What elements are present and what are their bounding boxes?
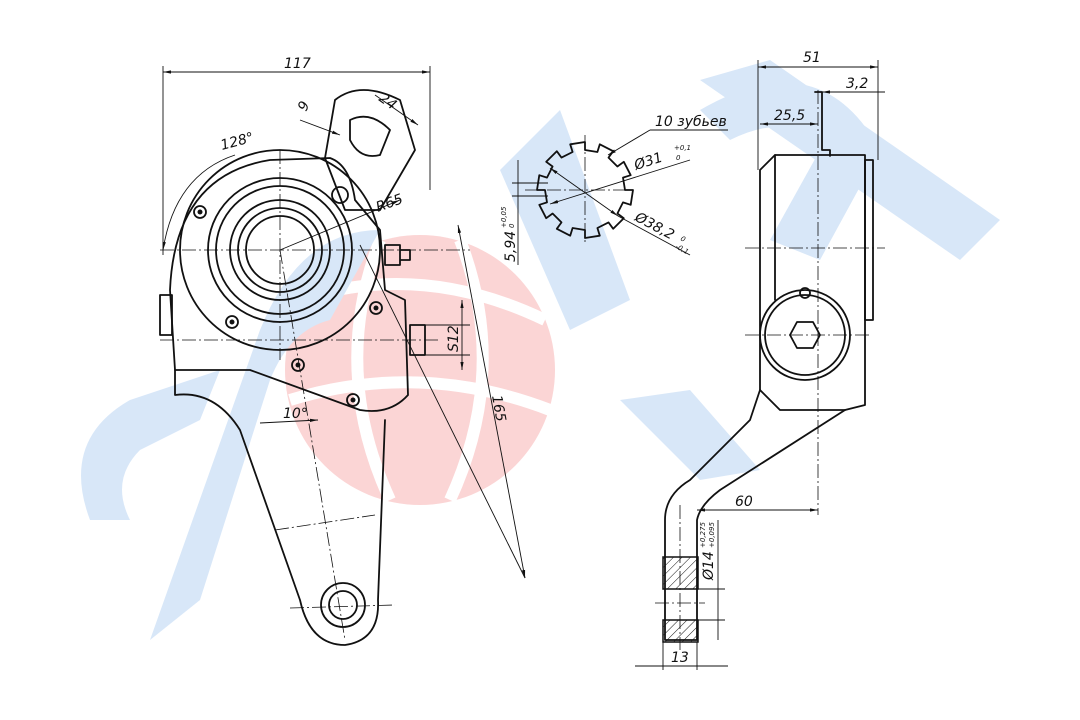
dim-3-2: 3,2 bbox=[846, 76, 868, 92]
dim-s12: S12 bbox=[446, 325, 462, 352]
dim-25-5: 25,5 bbox=[774, 108, 805, 124]
front-view bbox=[159, 66, 526, 646]
spline-outer-diameter: Ø38,2 bbox=[631, 209, 677, 243]
dim-spline-height: 5,94 bbox=[503, 231, 519, 262]
spline-inner-tol-lower: 0 bbox=[676, 154, 681, 162]
dim-51: 51 bbox=[803, 50, 821, 66]
spline-detail bbox=[512, 129, 728, 265]
hole-tol-upper: +0,275 bbox=[699, 522, 707, 548]
spline-height-tol-upper: +0,05 bbox=[500, 206, 508, 228]
dim-60: 60 bbox=[735, 494, 753, 510]
spline-profile bbox=[536, 141, 634, 239]
dim-angle-128: 128° bbox=[219, 130, 256, 154]
spline-inner-tol-upper: +0,1 bbox=[674, 144, 691, 152]
side-view bbox=[635, 60, 885, 670]
spline-height-tol-lower: 0 bbox=[508, 223, 516, 228]
spline-inner-diameter: Ø31 bbox=[631, 150, 664, 174]
spline-outer-tol-upper: 0 bbox=[679, 235, 687, 244]
watermark-logo bbox=[81, 60, 1000, 640]
dim-117: 117 bbox=[284, 56, 311, 72]
dim-hole-diameter: Ø14 bbox=[701, 551, 717, 581]
dim-angle-10: 10° bbox=[283, 406, 308, 422]
dim-13: 13 bbox=[671, 650, 689, 666]
hole-tol-lower: +0,095 bbox=[708, 522, 716, 548]
dim-165: 165 bbox=[488, 394, 508, 423]
dim-r65: R65 bbox=[374, 191, 405, 215]
spline-teeth-label: 10 зубьев bbox=[655, 114, 727, 130]
dim-9: 9 bbox=[295, 99, 313, 114]
